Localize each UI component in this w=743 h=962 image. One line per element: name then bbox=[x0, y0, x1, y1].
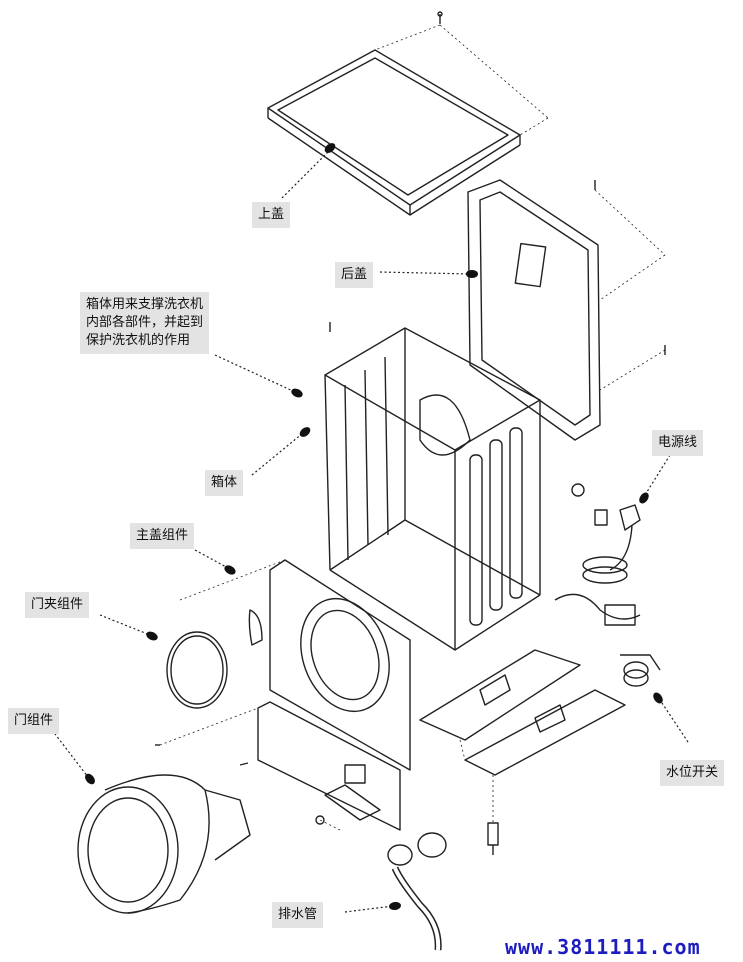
label-door-assembly: 门组件 bbox=[8, 708, 60, 734]
watermark-url: www.3811111.com bbox=[505, 935, 701, 959]
label-main-cover-assembly: 主盖组件 bbox=[130, 523, 195, 549]
label-back-cover: 后盖 bbox=[335, 262, 374, 288]
label-cabinet-description: 箱体用来支撑洗衣机 内部各部件，并起到 保护洗衣机的作用 bbox=[80, 292, 210, 354]
label-drain-pipe: 排水管 bbox=[272, 902, 324, 928]
base-rail-part bbox=[419, 649, 626, 855]
label-power-cord: 电源线 bbox=[652, 430, 704, 456]
power-cord-part bbox=[554, 483, 641, 626]
label-water-level-switch: 水位开关 bbox=[660, 760, 725, 786]
front-panel-part bbox=[248, 559, 411, 771]
lower-panel-part bbox=[257, 701, 401, 831]
drain-pump-part bbox=[387, 832, 447, 951]
label-door-clamp-assembly: 门夹组件 bbox=[25, 592, 90, 618]
back-cover-part bbox=[467, 179, 666, 441]
cabinet-part bbox=[324, 322, 541, 651]
label-cabinet: 箱体 bbox=[205, 470, 244, 496]
water-level-switch-part bbox=[620, 654, 661, 687]
top-cover-part bbox=[267, 11, 521, 216]
door-clamp-ring-part bbox=[166, 631, 228, 709]
door-assembly-part bbox=[77, 744, 325, 914]
label-top-cover: 上盖 bbox=[252, 202, 291, 228]
